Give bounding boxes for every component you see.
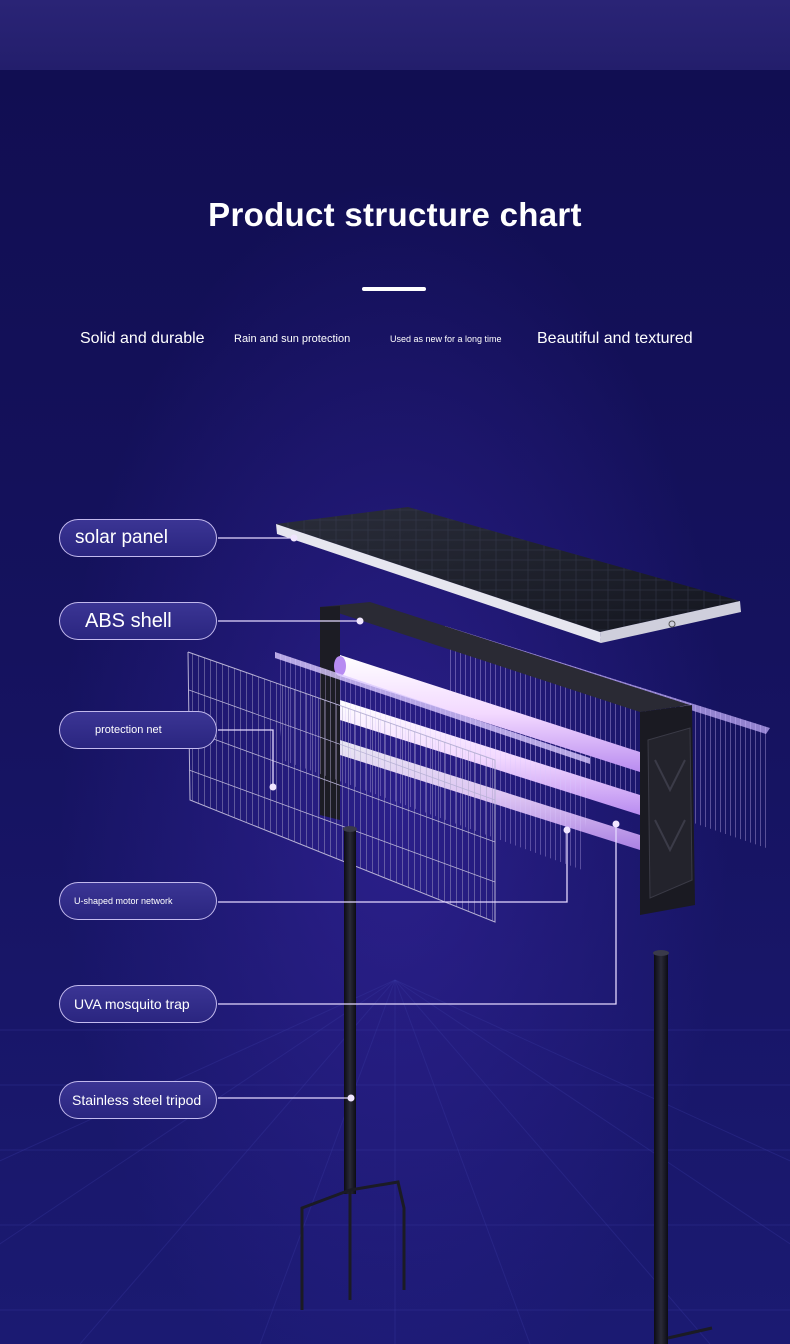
protection-net-graphic [187,651,496,923]
page-title: Product structure chart [208,196,582,233]
feature-solid-durable: Solid and durable [80,330,205,347]
title-underline [362,287,426,291]
callout-abs-shell: ABS shell [59,602,217,640]
leader-dots [269,534,620,1102]
callout-stainless-steel-tripod: Stainless steel tripod [59,1081,217,1119]
callout-u-shaped-motor-network: U-shaped motor network [59,882,217,920]
feature-used-as-new: Used as new for a long time [390,334,502,344]
solar-panel-graphic [276,507,741,643]
right-pole-graphic [653,950,713,1344]
feature-rain-sun-protection: Rain and sun protection [234,333,351,345]
callout-solar-panel: solar panel [59,519,217,557]
leader-lines [218,537,617,1099]
top-band [0,0,790,70]
callout-uva-mosquito-trap: UVA mosquito trap [59,985,217,1023]
callout-protection-net: protection net [59,711,217,749]
feature-beautiful-textured: Beautiful and textured [537,330,693,347]
stainless-tripod-graphic [300,826,406,1310]
